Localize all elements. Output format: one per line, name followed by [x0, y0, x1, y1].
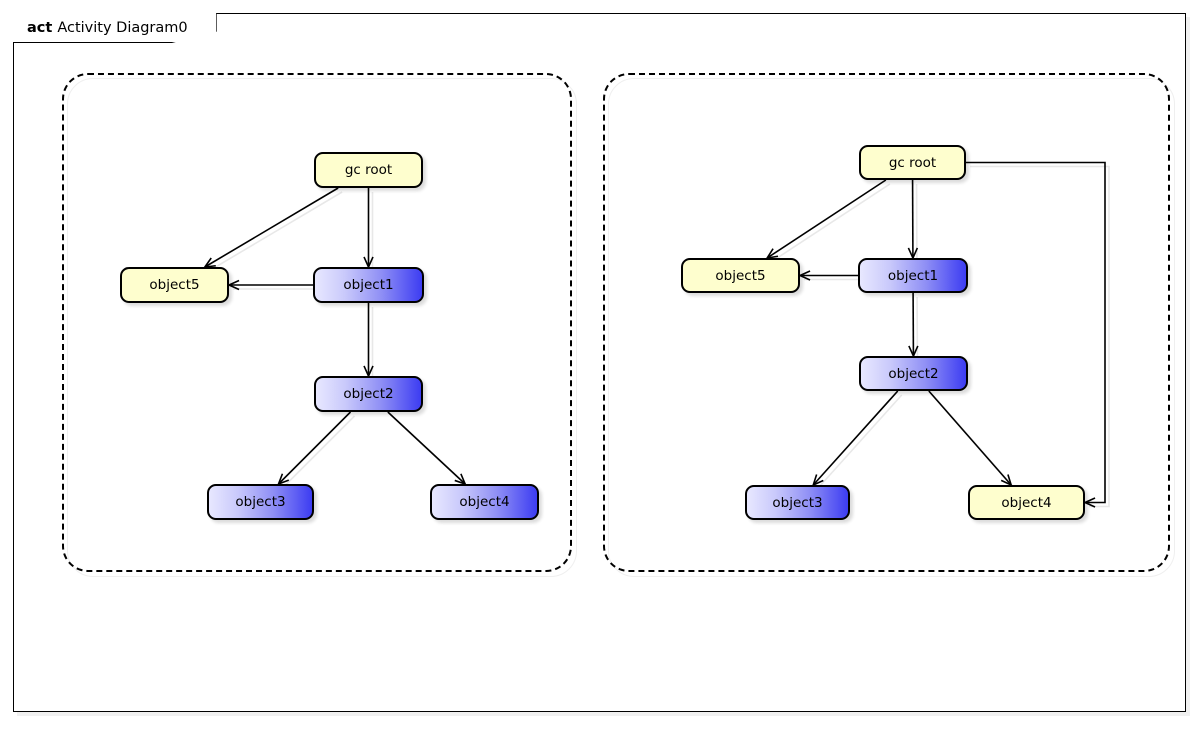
node-l-object3[interactable]: object3 [207, 484, 314, 520]
node-label: object1 [343, 277, 394, 293]
node-r-object1[interactable]: object1 [858, 258, 968, 293]
node-label: object3 [235, 494, 286, 510]
node-r-object5[interactable]: object5 [681, 258, 800, 293]
node-r-object2[interactable]: object2 [859, 356, 968, 391]
node-label: object2 [343, 386, 394, 402]
node-label: object4 [459, 494, 510, 510]
frame-title: Activity Diagram0 [57, 19, 188, 36]
frame-keyword: act [27, 19, 53, 36]
node-l-object4[interactable]: object4 [430, 484, 539, 520]
node-l-gcroot[interactable]: gc root [314, 152, 423, 188]
node-label: object3 [772, 494, 823, 511]
node-r-gcroot[interactable]: gc root [859, 145, 966, 180]
node-label: object5 [715, 267, 766, 284]
node-label: object2 [888, 365, 939, 382]
node-l-object1[interactable]: object1 [313, 267, 424, 303]
right-partition[interactable] [603, 73, 1170, 572]
node-label: object4 [1001, 494, 1052, 511]
node-label: object5 [149, 277, 200, 293]
node-r-object4[interactable]: object4 [968, 485, 1085, 520]
node-label: object1 [887, 267, 939, 284]
frame-title-tab: act Activity Diagram0 [13, 13, 217, 43]
left-partition-shadow [67, 78, 577, 577]
node-l-object2[interactable]: object2 [314, 376, 423, 412]
node-l-object5[interactable]: object5 [120, 267, 229, 303]
node-r-object3[interactable]: object3 [745, 485, 850, 520]
left-partition[interactable] [62, 73, 572, 572]
node-label: gc root [888, 154, 937, 171]
right-partition-shadow [608, 78, 1175, 577]
node-label: gc root [344, 162, 393, 178]
